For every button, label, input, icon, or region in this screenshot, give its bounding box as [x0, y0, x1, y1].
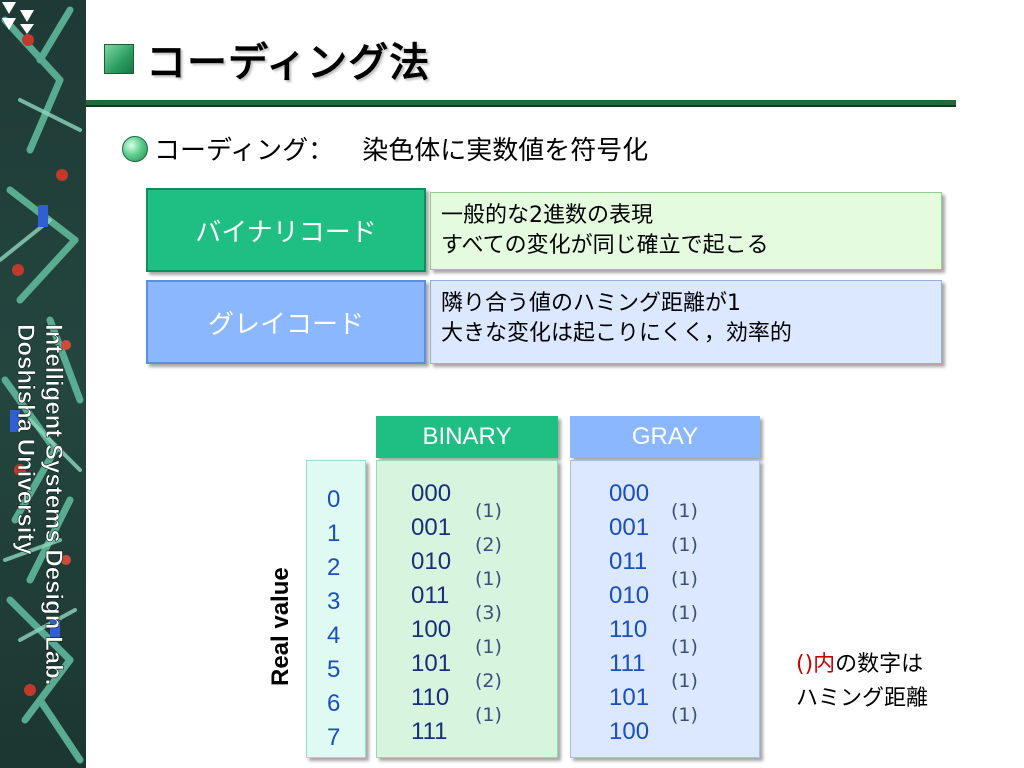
- sidebar-vertical-text: Intelligent Systems Design Lab. Doshisha…: [8, 322, 78, 742]
- gray-code-cell: 111: [609, 650, 646, 677]
- gray-code-cell: 000: [609, 480, 650, 507]
- real-value-cell: 5: [327, 656, 341, 683]
- gray-desc-line-1: 隣り合う値のハミング距離が1: [441, 291, 741, 316]
- binary-hamming-cell: (1): [475, 500, 502, 522]
- gray-code-cell: 101: [609, 684, 650, 711]
- binary-code-cell: 010: [411, 548, 452, 575]
- binary-code-cell: 001: [411, 514, 452, 541]
- binary-hamming-cell: (2): [475, 670, 502, 692]
- binary-desc-line-1: 一般的な2進数の表現: [441, 203, 653, 228]
- slide-title: コーディング法: [146, 40, 431, 86]
- gray-hamming-cell: (1): [671, 704, 698, 726]
- binary-code-label: バイナリコード: [146, 188, 426, 272]
- binary-hamming-cell: (1): [475, 568, 502, 590]
- binary-code-description: 一般的な2進数の表現 すべての変化が同じ確立で起こる: [430, 192, 942, 270]
- gray-code-description: 隣り合う値のハミング距離が1 大きな変化は起こりにくく，効率的: [430, 280, 942, 364]
- binary-column: 000 001 010 011 100 101 110 111 (1) (2) (1) (3) (1) (…: [376, 460, 558, 758]
- gray-code-cell: 110: [609, 616, 648, 643]
- binary-code-cell: 000: [411, 480, 452, 507]
- real-value-cell: 4: [327, 622, 341, 649]
- real-value-cell: 3: [327, 588, 341, 615]
- real-value-axis: Real value: [267, 567, 294, 686]
- gray-hamming-cell: (1): [671, 568, 698, 590]
- gray-hamming-cell: (1): [671, 500, 698, 522]
- binary-code-cell: 110: [411, 684, 450, 711]
- real-value-cell: 2: [327, 554, 341, 581]
- bullet-body: 染色体に実数値を符号化: [362, 136, 649, 166]
- binary-hamming-cell: (1): [475, 704, 502, 726]
- note-line-1: の数字は: [835, 652, 924, 677]
- note-accent: ()内: [796, 652, 836, 677]
- hamming-note: ()内の数字は ハミング距離: [796, 648, 928, 716]
- binary-code-cell: 101: [411, 650, 452, 677]
- real-value-cell: 6: [327, 690, 341, 717]
- gray-hamming-cell: (1): [671, 602, 698, 624]
- title-divider: [86, 100, 956, 107]
- binary-code-cell: 100: [411, 616, 452, 643]
- gray-column: 000 001 011 010 110 111 101 100 (1) (1) (1) (1) (1) (…: [570, 460, 760, 758]
- note-line-2: ハミング距離: [796, 686, 929, 711]
- gray-hamming-cell: (1): [671, 670, 698, 692]
- binary-desc-line-2: すべての変化が同じ確立で起こる: [441, 233, 769, 258]
- binary-code-cell: 111: [411, 718, 448, 745]
- gray-code-cell: 100: [609, 718, 650, 745]
- molecular-sidebar: Intelligent Systems Design Lab. Doshisha…: [0, 0, 86, 768]
- bullet-line: コーディング： 染色体に実数値を符号化: [154, 130, 648, 167]
- real-value-label: Real value: [267, 567, 294, 686]
- gray-code-cell: 010: [609, 582, 650, 609]
- gray-code-cell: 011: [609, 548, 648, 575]
- real-value-cell: 1: [327, 520, 341, 547]
- real-value-cell: 7: [327, 724, 341, 751]
- binary-hamming-cell: (3): [475, 602, 502, 624]
- gray-column-header: GRAY: [570, 416, 760, 458]
- gray-code-label: グレイコード: [146, 280, 426, 364]
- binary-code-cell: 011: [411, 582, 450, 609]
- bullet-circle-icon: [122, 136, 148, 162]
- sidebar-university: Doshisha University: [12, 324, 39, 555]
- gray-code-cell: 001: [609, 514, 650, 541]
- binary-hamming-cell: (2): [475, 534, 502, 556]
- bullet-label: コーディング：: [154, 136, 335, 166]
- real-value-column: 0 1 2 3 4 5 6 7: [306, 460, 366, 758]
- gray-hamming-cell: (1): [671, 636, 698, 658]
- gray-desc-line-2: 大きな変化は起こりにくく，効率的: [441, 321, 792, 346]
- binary-column-header: BINARY: [376, 416, 558, 458]
- molecule-art-icon: [0, 6, 84, 764]
- gray-hamming-cell: (1): [671, 534, 698, 556]
- binary-hamming-cell: (1): [475, 636, 502, 658]
- sidebar-lab-name: Intelligent Systems Design Lab.: [40, 324, 67, 685]
- double-arrow-down-icon[interactable]: [0, 0, 40, 36]
- title-square-icon: [104, 44, 134, 74]
- real-value-cell: 0: [327, 486, 341, 513]
